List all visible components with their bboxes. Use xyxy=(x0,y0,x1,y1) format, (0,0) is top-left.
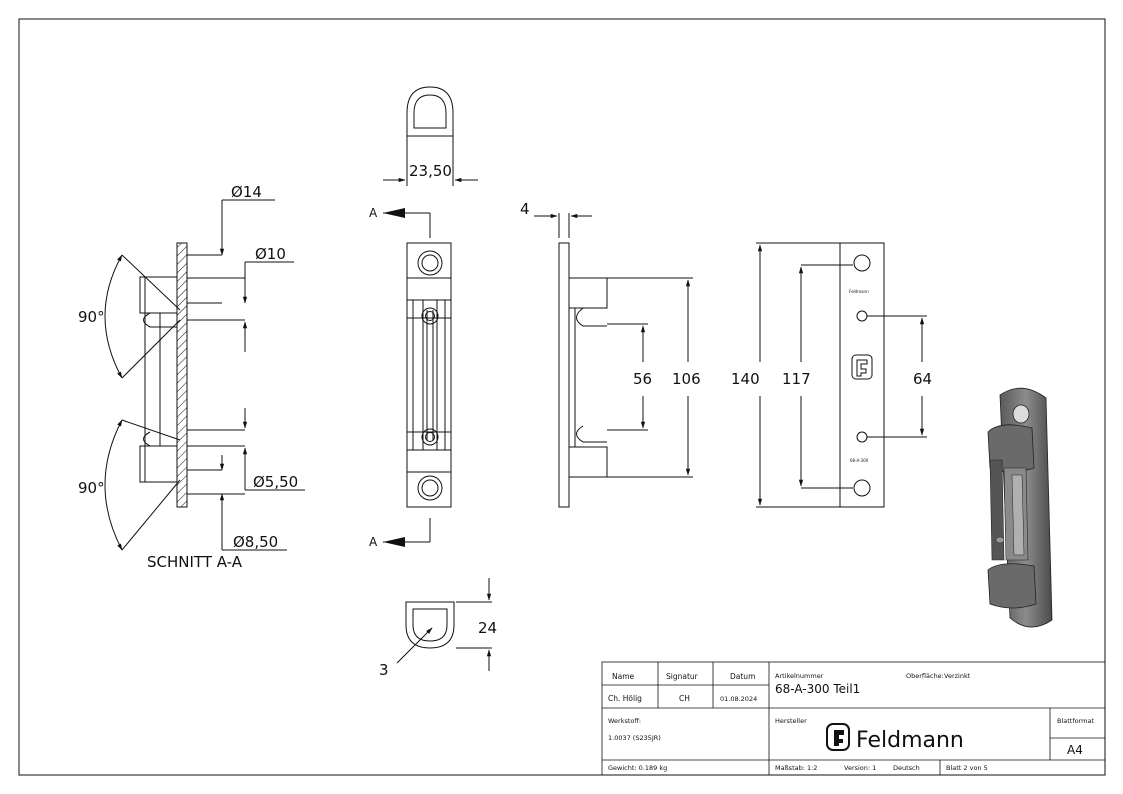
sheet-border xyxy=(18,18,1106,776)
dim-radius-3: 3 xyxy=(379,661,389,679)
dim-span-64: 64 xyxy=(913,370,932,388)
tb-weight: Gewicht: 0.189 kg xyxy=(608,764,667,772)
tb-material-label: Werkstoff: xyxy=(608,717,641,725)
tb-sheet-number: Blatt 2 von 5 xyxy=(946,764,988,772)
top-view xyxy=(383,86,478,186)
tb-surface-value: Verzinkt xyxy=(944,672,971,680)
tb-article-label: Artikelnummer xyxy=(775,672,824,680)
tb-signature-value: CH xyxy=(679,694,690,703)
bottom-view xyxy=(396,578,492,671)
section-arrow-bottom xyxy=(383,537,405,547)
dim-span-117: 117 xyxy=(782,370,811,388)
company-logo: Feldmann xyxy=(826,723,964,753)
part-mark-top: Feldmann xyxy=(849,289,869,294)
front-view xyxy=(383,212,452,543)
tb-name-value: Ch. Hölig xyxy=(608,694,642,703)
dim-angle-top: 90° xyxy=(78,308,105,326)
dim-d8-50: Ø8,50 xyxy=(233,533,278,551)
section-view xyxy=(104,199,305,551)
section-marker-bottom: A xyxy=(369,535,378,549)
tb-signature-label: Signatur xyxy=(666,672,699,681)
tb-scale: Maßstab: 1:2 xyxy=(775,764,817,772)
dim-length-140: 140 xyxy=(731,370,760,388)
dim-d10: Ø10 xyxy=(255,245,286,263)
dim-thickness-4: 4 xyxy=(520,200,530,218)
dim-d14: Ø14 xyxy=(231,183,262,201)
part-3d-render xyxy=(987,387,1053,628)
tb-article-value: 68-A-300 Teil1 xyxy=(775,682,860,696)
tb-date-label: Datum xyxy=(730,672,755,681)
tb-version: Version: 1 xyxy=(844,764,876,772)
back-view xyxy=(756,242,927,508)
side-view xyxy=(534,213,693,508)
tb-surface-label: Oberfläche: xyxy=(906,672,944,680)
dim-d5-50: Ø5,50 xyxy=(253,473,298,491)
tb-name-label: Name xyxy=(612,672,635,681)
dim-span-106: 106 xyxy=(672,370,701,388)
dim-width-23-50: 23,50 xyxy=(409,162,452,180)
section-label: SCHNITT A-A xyxy=(147,553,243,571)
tb-sheet-format-label: Blattformat xyxy=(1057,717,1094,725)
section-marker-top: A xyxy=(369,206,378,220)
dim-angle-bottom: 90° xyxy=(78,479,105,497)
title-block xyxy=(601,661,1106,776)
tb-manufacturer-label: Hersteller xyxy=(775,717,807,725)
dim-depth-24: 24 xyxy=(478,619,497,637)
tb-material-value: 1.0037 (S235JR) xyxy=(608,734,661,742)
tb-language: Deutsch xyxy=(893,764,920,772)
part-mark-bottom: 68-A-300 xyxy=(850,458,869,463)
tb-sheet-format-value: A4 xyxy=(1067,743,1083,757)
section-arrow-top xyxy=(383,208,405,218)
tb-date-value: 01.08.2024 xyxy=(720,695,757,703)
company-name: Feldmann xyxy=(856,728,964,753)
dim-span-56: 56 xyxy=(633,370,652,388)
